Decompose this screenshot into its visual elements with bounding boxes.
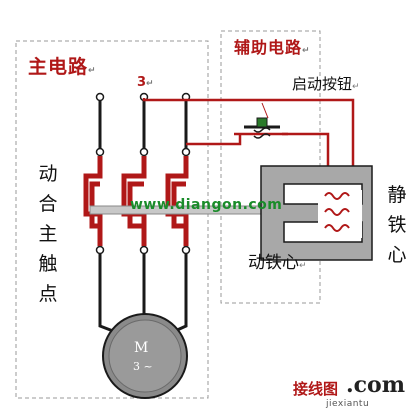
static-core-char: 心 <box>387 244 407 266</box>
watermark: www.diangon.com <box>130 197 283 213</box>
site-logo-com: .com <box>346 372 406 398</box>
terminals <box>95 92 191 255</box>
main-circuit-box <box>15 40 209 399</box>
aux-wires <box>142 98 355 190</box>
phase-count: 3↵ <box>137 75 154 90</box>
static-core-label: 静 铁 心 <box>386 186 408 276</box>
start-button-label: 启动按钮↵ <box>292 75 360 93</box>
main-contacts-char: 主 <box>38 223 58 245</box>
moving-core-label: 动铁心↵ <box>248 253 307 273</box>
phase-wires <box>98 98 188 338</box>
main-contacts-char: 合 <box>38 193 58 215</box>
main-contacts-label: 动 合 主 触 点 <box>37 165 59 315</box>
main-contacts-char: 触 <box>38 253 58 275</box>
motor-phase: 3 ~ <box>133 360 153 373</box>
main-contacts-char: 点 <box>38 283 58 305</box>
motor-symbol: M <box>134 340 149 356</box>
static-core-char: 静 <box>387 184 407 206</box>
coil <box>324 192 350 232</box>
aux-circuit-title: 辅助电路↵ <box>234 38 311 57</box>
site-logo-cn: 接线图 <box>293 380 339 398</box>
motor <box>102 313 188 399</box>
static-core-char: 铁 <box>387 214 407 236</box>
main-contacts <box>83 156 189 246</box>
main-circuit-title: 主电路↵ <box>28 56 97 78</box>
static-core <box>260 165 373 261</box>
start-button[interactable] <box>244 102 280 139</box>
main-contacts-char: 动 <box>38 163 58 185</box>
site-logo-en: jiexiantu <box>326 399 370 409</box>
